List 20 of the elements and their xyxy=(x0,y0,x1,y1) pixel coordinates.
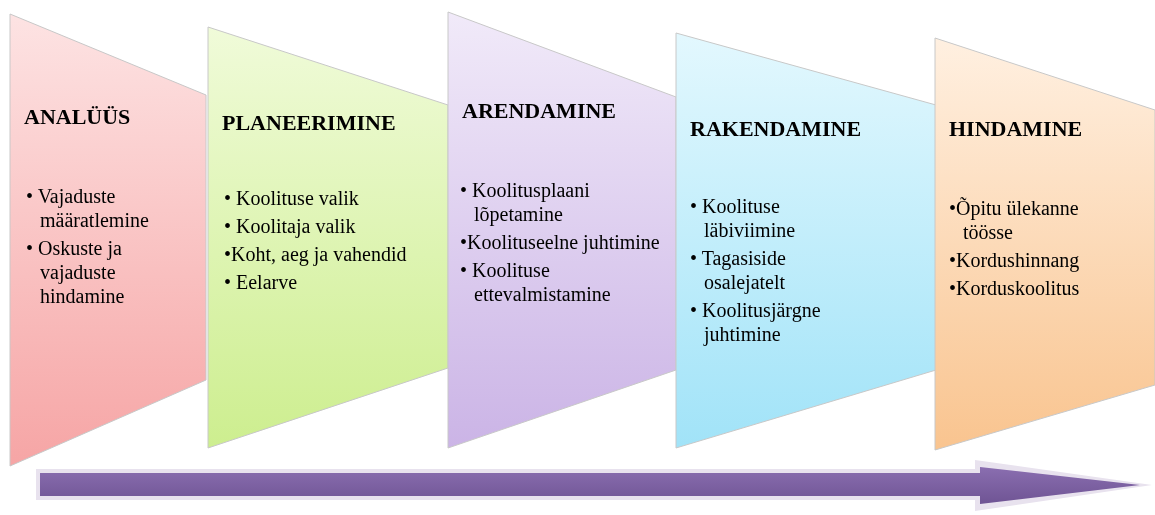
bullet-item: •Koht, aeg ja vahendid xyxy=(224,242,408,266)
bullet-item: • Koolitusjärgne juhtimine xyxy=(690,298,822,346)
bullet-item: •Õpitu ülekanne töösse xyxy=(949,196,1080,244)
stage-heading: RAKENDAMINE xyxy=(690,116,862,142)
stage-heading: PLANEERIMINE xyxy=(222,110,396,136)
bullet-item: • Koolitusplaani lõpetamine xyxy=(460,178,591,226)
bullet-item: • Koolituse läbiviimine xyxy=(690,194,797,242)
stage-heading: HINDAMINE xyxy=(949,116,1083,142)
bullet-item: • Oskuste ja vajaduste hindamine xyxy=(26,236,126,308)
bullet-item: • Koolitaja valik xyxy=(224,214,357,238)
bullet-item: • Tagasiside osalejatelt xyxy=(690,246,787,294)
stage-heading: ANALÜÜS xyxy=(24,104,131,130)
bullet-item: • Koolituse valik xyxy=(224,186,360,210)
stage-heading: ARENDAMINE xyxy=(462,98,616,124)
bullet-item: •Korduskoolitus xyxy=(949,276,1081,300)
bullet-item: • Vajaduste määratlemine xyxy=(26,184,150,232)
bullet-item: •Kordushinnang xyxy=(949,248,1081,272)
bullet-item: •Koolituseelne juhtimine xyxy=(460,230,660,254)
bullet-item: • Eelarve xyxy=(224,270,299,294)
bullet-item: • Koolituse ettevalmistamine xyxy=(460,258,612,306)
